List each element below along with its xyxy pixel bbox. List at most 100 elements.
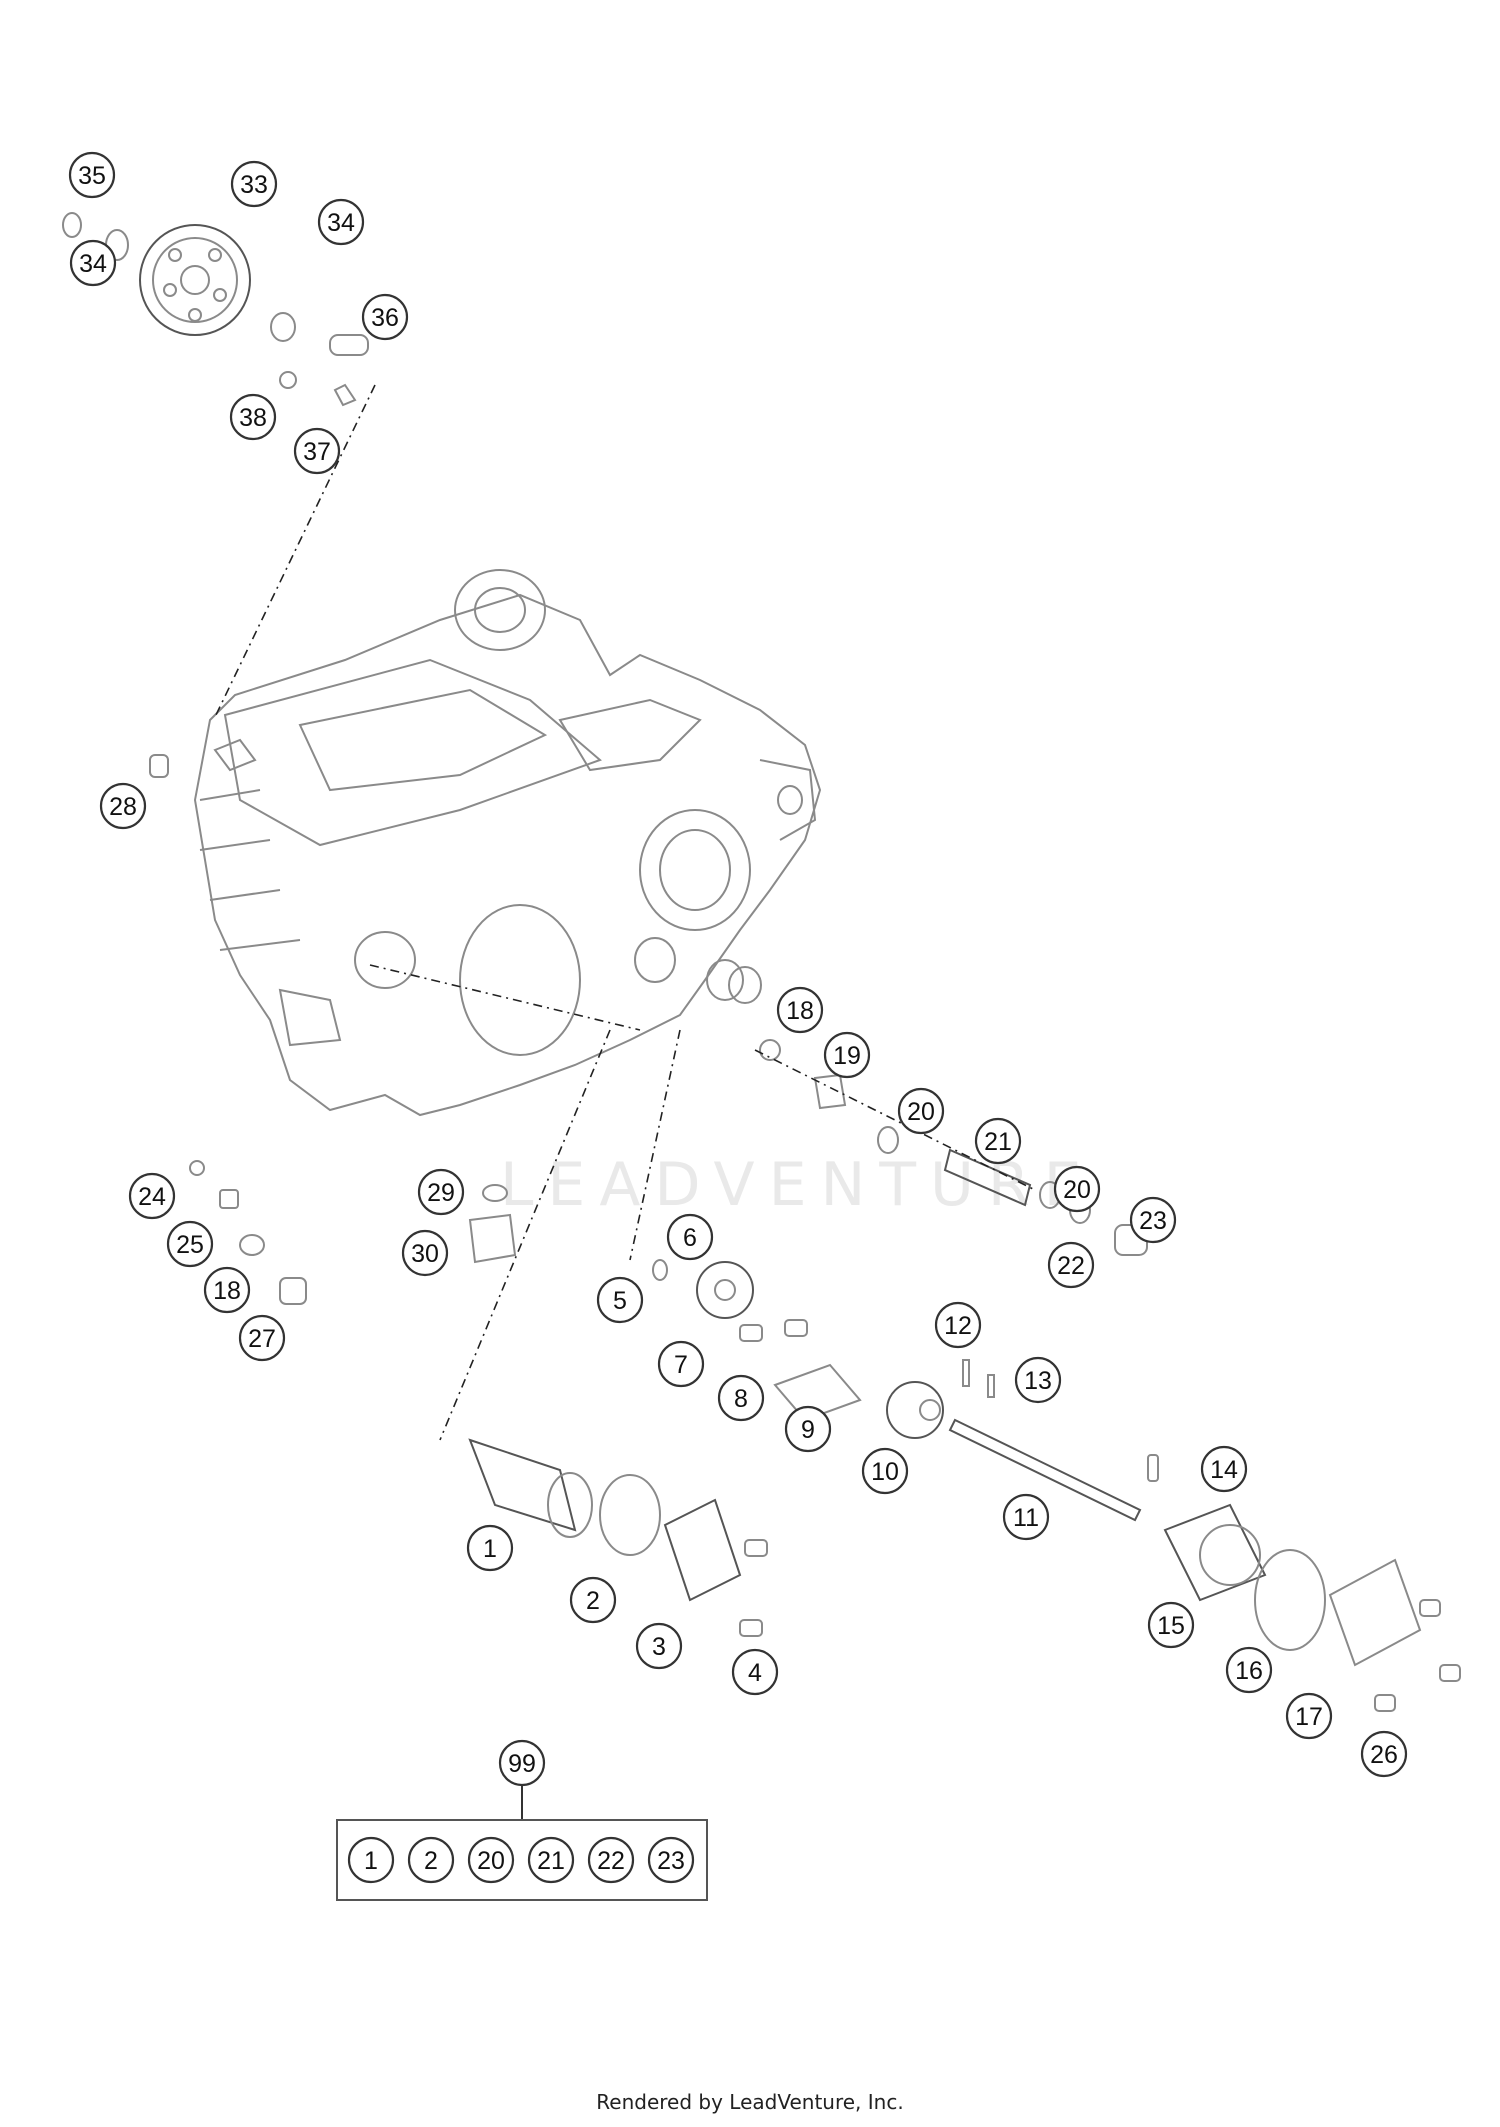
callout-circle bbox=[717, 1374, 765, 1422]
callout-circle bbox=[784, 1405, 832, 1453]
kit-item-label: 1 bbox=[364, 1847, 378, 1875]
callout-22: 22 bbox=[1047, 1241, 1095, 1289]
callout-34: 34 bbox=[317, 198, 365, 246]
callout-14: 14 bbox=[1200, 1445, 1248, 1493]
kit-item-label: 21 bbox=[537, 1847, 565, 1875]
callout-23: 23 bbox=[1129, 1196, 1177, 1244]
callout-circle bbox=[596, 1276, 644, 1324]
callout-9: 9 bbox=[784, 1405, 832, 1453]
callout-25: 25 bbox=[166, 1220, 214, 1268]
callout-label: 25 bbox=[176, 1231, 204, 1259]
kit-item-circle bbox=[587, 1836, 635, 1884]
callout-circle bbox=[417, 1168, 465, 1216]
callout-circle bbox=[317, 198, 365, 246]
callout-circle bbox=[293, 427, 341, 475]
callout-label: 34 bbox=[327, 209, 355, 237]
kit-item-22: 22 bbox=[587, 1836, 635, 1884]
callout-16: 16 bbox=[1225, 1646, 1273, 1694]
callout-15: 15 bbox=[1147, 1601, 1195, 1649]
callout-circle bbox=[1200, 1445, 1248, 1493]
kit-item-label: 20 bbox=[477, 1847, 505, 1875]
callout-label: 27 bbox=[248, 1325, 276, 1353]
callout-33: 33 bbox=[230, 160, 278, 208]
kit-item-2: 2 bbox=[407, 1836, 455, 1884]
callout-12: 12 bbox=[934, 1301, 982, 1349]
callout-label: 12 bbox=[944, 1312, 972, 1340]
callout-circle bbox=[666, 1213, 714, 1261]
callout-circle bbox=[166, 1220, 214, 1268]
callout-37: 37 bbox=[293, 427, 341, 475]
callout-circle bbox=[897, 1087, 945, 1135]
callout-circle bbox=[635, 1622, 683, 1670]
callout-label: 29 bbox=[427, 1179, 455, 1207]
callout-3: 3 bbox=[635, 1622, 683, 1670]
kit-item-circle bbox=[467, 1836, 515, 1884]
kit-item-1: 1 bbox=[347, 1836, 395, 1884]
kit-item-label: 23 bbox=[657, 1847, 685, 1875]
callout-label: 20 bbox=[1063, 1176, 1091, 1204]
callout-label: 20 bbox=[907, 1098, 935, 1126]
callout-circle bbox=[934, 1301, 982, 1349]
callout-5: 5 bbox=[596, 1276, 644, 1324]
callout-label: 9 bbox=[801, 1416, 815, 1444]
kit-item-circle bbox=[647, 1836, 695, 1884]
kit-item-circle bbox=[407, 1836, 455, 1884]
callout-circle bbox=[1002, 1493, 1050, 1541]
callout-label: 21 bbox=[984, 1128, 1012, 1156]
callout-circle bbox=[128, 1172, 176, 1220]
callout-label: 22 bbox=[1057, 1252, 1085, 1280]
callout-label: 14 bbox=[1210, 1456, 1238, 1484]
callout-label: 13 bbox=[1024, 1367, 1052, 1395]
callout-30: 30 bbox=[401, 1229, 449, 1277]
callout-10: 10 bbox=[861, 1447, 909, 1495]
callout-label: 37 bbox=[303, 438, 331, 466]
callout-36: 36 bbox=[361, 293, 409, 341]
callout-circle bbox=[203, 1266, 251, 1314]
kit-item-circle bbox=[527, 1836, 575, 1884]
callout-circle bbox=[1360, 1730, 1408, 1778]
kit-item-20: 20 bbox=[467, 1836, 515, 1884]
callout-circle bbox=[238, 1314, 286, 1362]
callout-21: 21 bbox=[974, 1117, 1022, 1165]
callout-circle bbox=[99, 782, 147, 830]
callout-17: 17 bbox=[1285, 1692, 1333, 1740]
callout-18: 18 bbox=[203, 1266, 251, 1314]
callout-label: 1 bbox=[483, 1535, 497, 1563]
callout-11: 11 bbox=[1002, 1493, 1050, 1541]
callout-20: 20 bbox=[897, 1087, 945, 1135]
callout-label: 19 bbox=[833, 1042, 861, 1070]
callout-circle bbox=[569, 1576, 617, 1624]
callout-7: 7 bbox=[657, 1340, 705, 1388]
watermark-text: LEADVENTURE bbox=[500, 1150, 1096, 1220]
callout-29: 29 bbox=[417, 1168, 465, 1216]
callout-label: 24 bbox=[138, 1183, 166, 1211]
callout-circle bbox=[69, 239, 117, 287]
callout-circle bbox=[466, 1524, 514, 1572]
leader-lines bbox=[214, 384, 1036, 1441]
callout-24: 24 bbox=[128, 1172, 176, 1220]
kit-item-21: 21 bbox=[527, 1836, 575, 1884]
kit-item-label: 22 bbox=[597, 1847, 625, 1875]
kit-item-label: 2 bbox=[424, 1847, 438, 1875]
callout-label: 35 bbox=[78, 162, 106, 190]
callout-circle bbox=[229, 393, 277, 441]
callout-label: 23 bbox=[1139, 1207, 1167, 1235]
callout-label: 17 bbox=[1295, 1703, 1323, 1731]
callout-4: 4 bbox=[731, 1648, 779, 1696]
callout-6: 6 bbox=[666, 1213, 714, 1261]
callout-8: 8 bbox=[717, 1374, 765, 1422]
callout-circle bbox=[68, 151, 116, 199]
callout-26: 26 bbox=[1360, 1730, 1408, 1778]
callout-label: 18 bbox=[213, 1277, 241, 1305]
callout-28: 28 bbox=[99, 782, 147, 830]
callout-label: 3 bbox=[652, 1633, 666, 1661]
callout-label: 30 bbox=[411, 1240, 439, 1268]
kit-99-group: 1 2 20 21 22 23 bbox=[336, 1785, 708, 1901]
callout-label: 7 bbox=[674, 1351, 688, 1379]
callout-label: 33 bbox=[240, 171, 268, 199]
callout-2: 2 bbox=[569, 1576, 617, 1624]
callout-label: 99 bbox=[508, 1750, 536, 1778]
callout-99: 99 bbox=[498, 1739, 546, 1787]
callout-circle bbox=[861, 1447, 909, 1495]
